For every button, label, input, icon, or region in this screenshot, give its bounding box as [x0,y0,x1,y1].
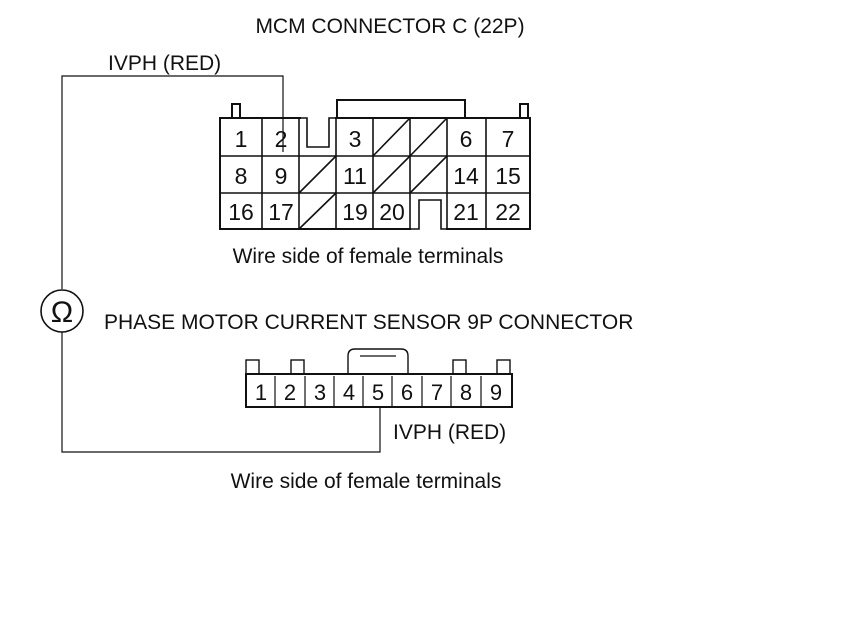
sensor-wire-label: IVPH (RED) [393,421,506,444]
sensor-pin-1: 1 [255,380,267,405]
mcm-pin-1: 1 [235,126,248,152]
phase-motor-current-sensor-connector: 1 2 3 4 5 6 7 8 9 [245,348,513,408]
sensor-tab-1 [245,359,260,375]
empty-cavity-10 [298,155,337,194]
mcm-pin-20: 20 [379,199,405,225]
sensor-pin-7: 7 [431,380,443,405]
sensor-tab-3 [452,359,467,375]
mcm-pin-11: 11 [343,163,367,189]
empty-cavity-12 [372,155,411,194]
sensor-connector-title: PHASE MOTOR CURRENT SENSOR 9P CONNECTOR [104,311,633,334]
mcm-pin-21: 21 [453,199,479,225]
mcm-pin-14: 14 [453,163,479,189]
mcm-wire-label: IVPH (RED) [108,52,221,75]
mcm-pin-2: 2 [275,126,288,152]
mcm-pin-16: 16 [228,199,254,225]
mcm-pin-19: 19 [342,199,368,225]
sensor-tab-4 [496,359,511,375]
sensor-pin-5: 5 [372,380,384,405]
mcm-pin-9: 9 [275,163,288,189]
mcm-pin-17: 17 [268,199,294,225]
mcm-connector-body [219,117,531,230]
sensor-pin-2: 2 [284,380,296,405]
empty-cavity-13 [409,155,448,194]
mcm-pin-8: 8 [235,163,248,189]
sensor-connector-body [245,373,513,408]
mcm-connector-caption: Wire side of female terminals [233,245,504,268]
mcm-pin-15: 15 [495,163,521,189]
mcm-connector-c: 1 2 3 6 7 8 9 11 14 15 16 17 19 20 21 22 [219,99,531,231]
empty-cavity-18 [298,192,337,230]
mcm-pin-22: 22 [495,199,521,225]
mcm-connector-title: MCM CONNECTOR C (22P) [255,15,524,38]
empty-cavity-4 [372,117,411,157]
sensor-latch [347,348,409,375]
sensor-pin-3: 3 [314,380,326,405]
sensor-pin-9: 9 [490,380,502,405]
empty-cavity-5 [409,117,448,157]
probe-lead-to-sensor-pin-5 [61,332,381,453]
probe-lead-to-mcm-pin-2 [61,75,284,289]
sensor-pin-4: 4 [343,380,355,405]
sensor-pin-6: 6 [401,380,413,405]
ohmmeter-symbol: Ω [40,289,84,333]
mcm-pin-7: 7 [502,126,515,152]
ohm-icon: Ω [51,296,73,329]
mcm-pin-3: 3 [349,126,362,152]
sensor-tab-2 [290,359,305,375]
sensor-connector-caption: Wire side of female terminals [231,470,502,493]
sensor-pin-8: 8 [460,380,472,405]
mcm-pin-6: 6 [460,126,473,152]
